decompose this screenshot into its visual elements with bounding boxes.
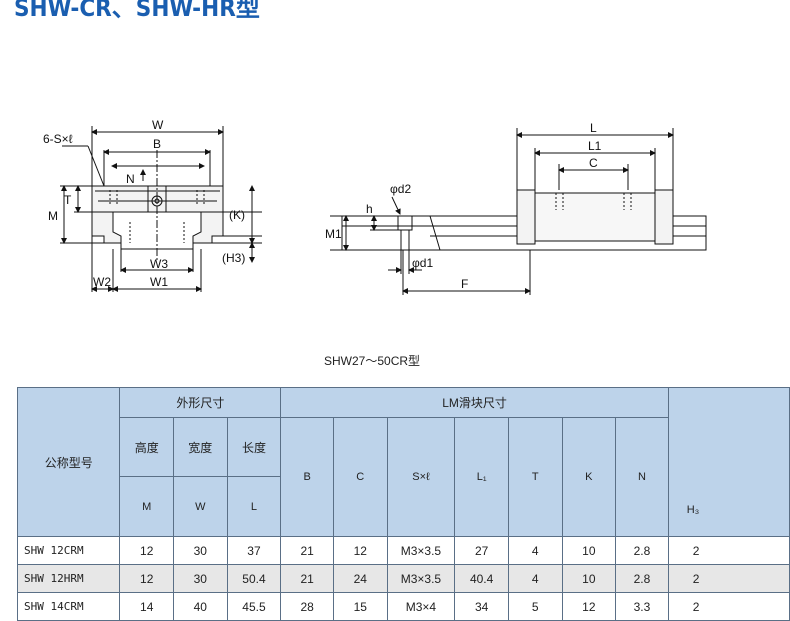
dim-label-d1: φd1 [412,256,433,270]
cell-B: 21 [280,536,334,565]
dim-label-F: F [461,277,468,291]
cell-L: 50.4 [226,564,282,593]
cell-N: 2.8 [615,564,669,593]
technical-drawing: W B 6-S×ℓ N T M (K) (H3) W3 W2 W1 [43,118,707,295]
header-B: B [280,417,334,537]
cell-K: 10 [561,564,617,593]
dim-label-T: T [64,193,72,207]
header-model: 公称型号 [16,387,121,537]
cell-L1: 27 [454,536,509,565]
cell-W: 30 [173,564,228,593]
cell-W: 30 [173,536,228,565]
header-width: 宽度 [173,417,228,477]
dim-label-L: L [590,121,597,135]
cell-B: 21 [280,564,334,593]
cell-L1: 40.4 [454,564,509,593]
header-C: C [332,417,388,537]
spec-table: 公称型号 外形尺寸 LM滑块尺寸 H₃ 高度 宽度 长度 B C S×ℓ L₁ … [16,387,790,621]
cell-H3: 2 [667,536,790,565]
cell-T: 4 [507,536,563,565]
dim-label-K: (K) [229,208,245,222]
cell-model: SHW 12CRM [16,536,121,565]
dim-label-W: W [152,118,164,132]
cell-L: 45.5 [226,592,282,621]
dim-label-W3: W3 [150,257,168,271]
cell-W: 40 [173,592,228,621]
cell-N: 2.8 [615,536,669,565]
cell-B: 28 [280,592,334,621]
header-M: M [119,476,174,537]
header-height: 高度 [119,417,174,477]
cell-C: 12 [332,536,388,565]
side-view-labels: L L1 C φd2 h M1 φd1 F [325,121,602,291]
cell-T: 5 [507,592,563,621]
dim-label-h: h [366,202,373,216]
cell-K: 12 [561,592,617,621]
cell-M: 12 [119,536,174,565]
dim-label-M1: M1 [325,227,342,241]
header-L1: L₁ [454,417,509,537]
page-title: SHW-CR、SHW-HR型 [14,0,260,22]
header-L: L [226,476,282,537]
cell-M: 14 [119,592,174,621]
cell-Sl: M3×3.5 [386,564,456,593]
header-K: K [561,417,617,537]
dim-label-H3: (H3) [222,251,245,265]
cell-H3: 2 [667,564,790,593]
table-row: SHW 12CRM 12 30 37 21 12 M3×3.5 27 4 10 … [16,536,790,565]
header-Sl: S×ℓ [386,417,456,537]
side-view [330,128,707,295]
cell-H3: 2 [667,592,790,621]
cell-C: 15 [332,592,388,621]
dim-label-W2: W2 [93,275,111,289]
table-row: SHW 14CRM 14 40 45.5 28 15 M3×4 34 5 12 … [16,592,790,621]
dim-label-L1: L1 [588,139,602,153]
header-W: W [173,476,228,537]
cell-model: SHW 14CRM [16,592,121,621]
cell-model: SHW 12HRM [16,564,121,593]
cell-L1: 34 [454,592,509,621]
cell-Sl: M3×3.5 [386,536,456,565]
dim-label-M: M [48,209,58,223]
dim-label-B: B [153,137,161,151]
header-N: N [615,417,669,537]
dim-label-N: N [126,172,135,186]
dim-label-C: C [589,156,598,170]
dim-label-6sl: 6-S×ℓ [43,132,73,146]
cell-T: 4 [507,564,563,593]
cell-C: 24 [332,564,388,593]
header-T: T [507,417,563,537]
dim-label-d2: φd2 [390,182,411,196]
cross-section-view [60,126,262,292]
header-H3: H₃ [686,504,700,516]
cell-Sl: M3×4 [386,592,456,621]
cell-K: 10 [561,536,617,565]
dim-label-W1: W1 [150,275,168,289]
header-outer-dimensions: 外形尺寸 [119,387,282,418]
cell-L: 37 [226,536,282,565]
drawing-caption: SHW27～50CR型 [324,354,421,368]
cell-N: 3.3 [615,592,669,621]
table-row: SHW 12HRM 12 30 50.4 21 24 M3×3.5 40.4 4… [16,564,790,593]
header-length: 长度 [226,417,282,477]
cross-section-labels: W B 6-S×ℓ N T M (K) (H3) W3 W2 W1 [43,118,245,289]
cell-M: 12 [119,564,174,593]
header-lm-block-dimensions: LM滑块尺寸 [280,387,669,418]
